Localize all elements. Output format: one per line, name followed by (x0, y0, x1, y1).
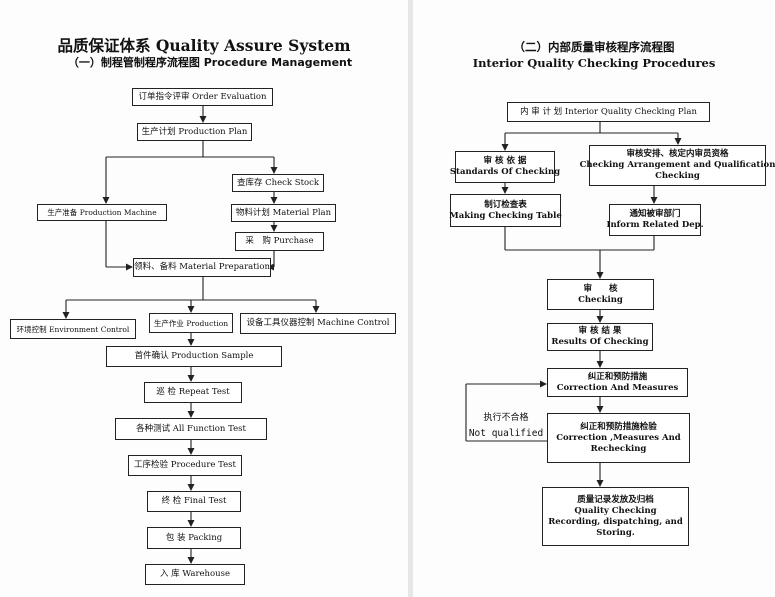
not-qualified-label-en: Not qualified (468, 428, 544, 439)
environment-control-box: 环境控制 Environment Control (10, 319, 136, 339)
production-machine-box: 生产准备 Production Machine (37, 204, 167, 221)
production-plan-box: 生产计划 Production Plan (137, 123, 252, 141)
material-plan-box: 物料计划 Material Plan (231, 204, 336, 222)
not-qualified-label-cn: 执行不合格 (483, 413, 529, 423)
check-stock-box: 查库存 Check Stock (232, 174, 324, 192)
machine-control-box: 设备工具仪器控制 Machine Control (240, 313, 396, 334)
production-sample-box: 首件确认 Production Sample (106, 346, 282, 367)
interior-checking-title-cn: （二）内部质量审核程序流程图 (513, 40, 675, 54)
purchase-box: 采 购 Purchase (235, 232, 324, 251)
order-evaluation-box: 订单指令评审 Order Evaluation (132, 88, 273, 106)
panel-divider (408, 0, 413, 597)
final-test-box: 终 检 Final Test (147, 491, 241, 512)
warehouse-box: 入 库 Warehouse (145, 564, 245, 585)
procedure-test-box: 工序检验 Procedure Test (128, 455, 242, 476)
interior-checking-title-en: Interior Quality Checking Procedures (472, 56, 716, 70)
repeat-test-box: 巡 检 Repeat Test (144, 382, 242, 403)
packing-box: 包 装 Packing (147, 527, 241, 549)
material-preparation-box: 领料、备料 Material Preparation (133, 258, 271, 277)
all-function-test-box: 各种测试 All Function Test (115, 418, 267, 440)
production-box: 生产作业 Production (149, 313, 233, 333)
procedure-management-subtitle: （一）制程管制程序流程图 Procedure Management (67, 56, 353, 69)
page-title: 品质保证体系 Quality Assure System (57, 36, 351, 55)
interior-plan-box: 内 审 计 划 Interior Quality Checking Plan (507, 102, 710, 122)
